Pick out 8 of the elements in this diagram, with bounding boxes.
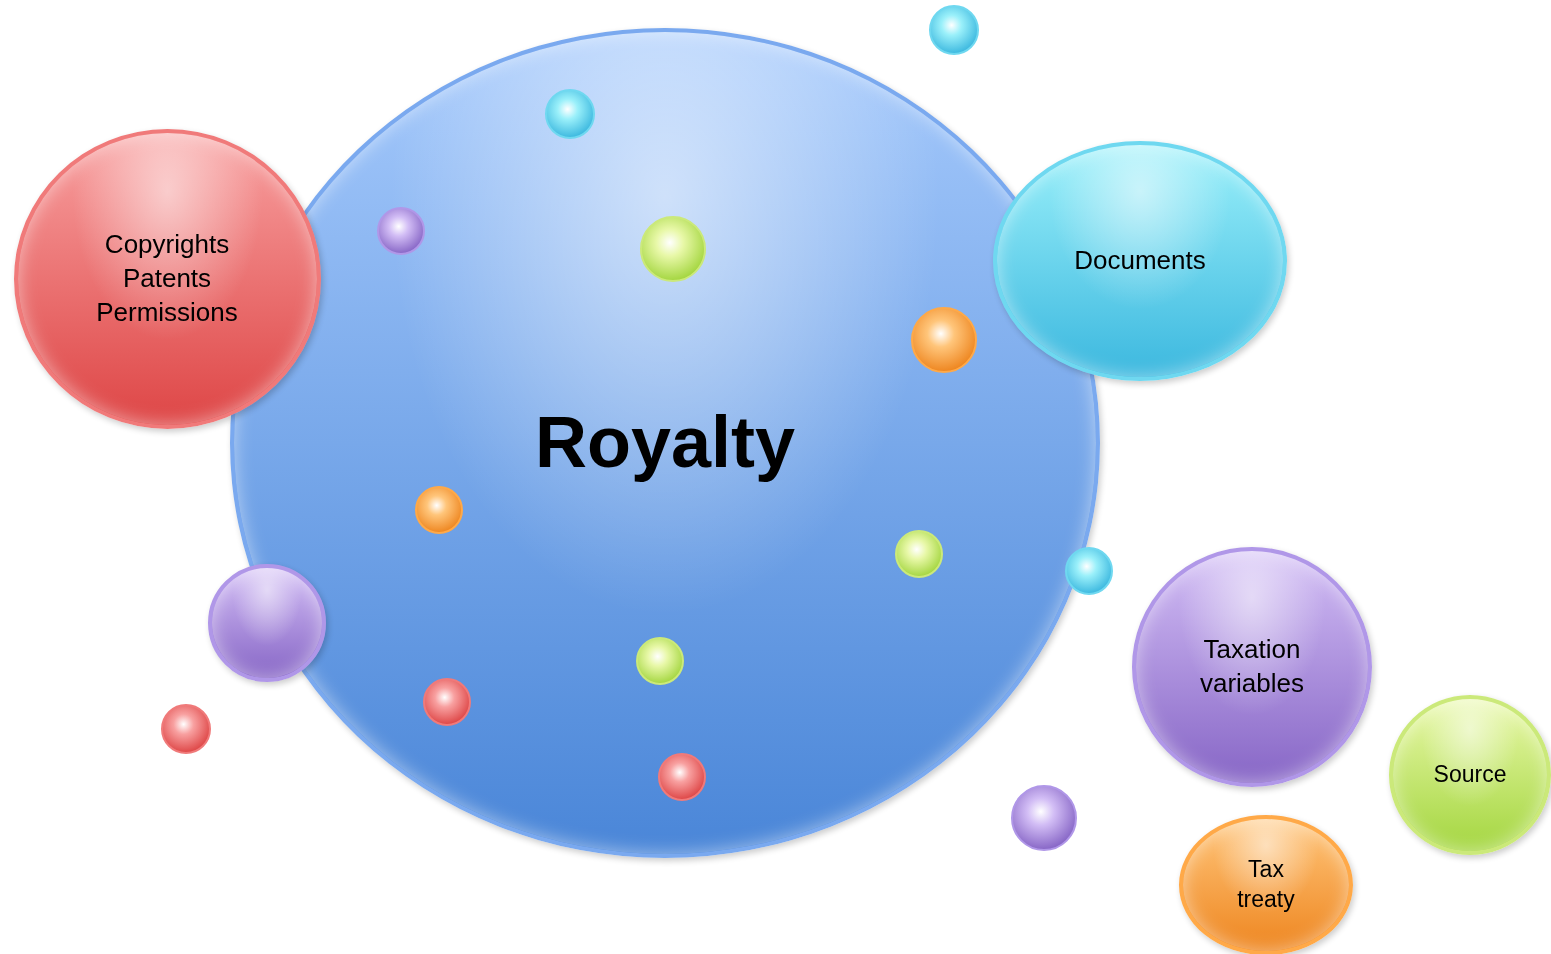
topic-label: Taxation variables	[1198, 633, 1306, 700]
topic-label: Patents	[122, 262, 212, 296]
topic-label: Permissions	[96, 295, 238, 329]
topic-label: Copyrights	[104, 228, 230, 262]
title-text: Royalty	[534, 401, 796, 485]
topic-label: Tax treaty	[1236, 855, 1296, 914]
topic-label: Source	[1433, 760, 1507, 790]
topic-label: Documents	[1074, 244, 1206, 278]
